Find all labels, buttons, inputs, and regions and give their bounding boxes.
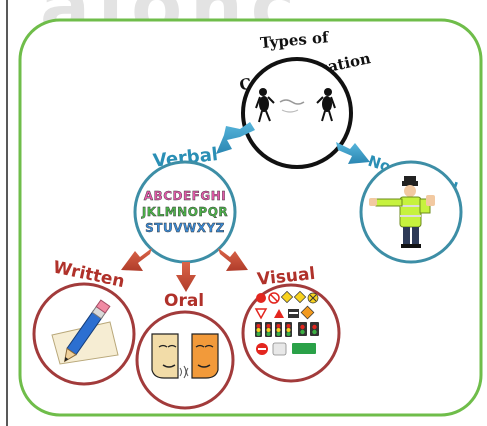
talking-people-icon (255, 88, 336, 123)
nonverbal-node (359, 160, 463, 264)
root-node (241, 57, 353, 169)
arrow-verbal-to-visual (218, 248, 248, 271)
alphabet-line-2: JKLMNOPQR (141, 205, 228, 219)
verbal-node: ABCDEFGHI JKLMNOPQR STUVWXYZ (133, 160, 237, 264)
visual-node (241, 283, 341, 383)
arrow-verbal-to-oral (176, 262, 196, 292)
arrow-verbal-to-written (121, 248, 152, 271)
alphabet-line-1: ABCDEFGHI (144, 189, 226, 203)
arrow-root-to-nonverbal (336, 142, 370, 164)
alphabet-line-3: STUVWXYZ (145, 221, 225, 235)
oral-node (135, 310, 235, 410)
traffic-police-icon (369, 176, 435, 248)
arrow-root-to-verbal (216, 122, 255, 154)
written-node (32, 282, 136, 386)
alphabet-letters-icon: ABCDEFGHI JKLMNOPQR STUVWXYZ (141, 189, 228, 235)
oral-label: Oral (164, 291, 204, 311)
signs-symbols-icon (254, 290, 319, 356)
speaking-faces-icon (151, 333, 219, 379)
pencil-paper-icon (51, 299, 119, 365)
diagram-frame (18, 18, 483, 417)
